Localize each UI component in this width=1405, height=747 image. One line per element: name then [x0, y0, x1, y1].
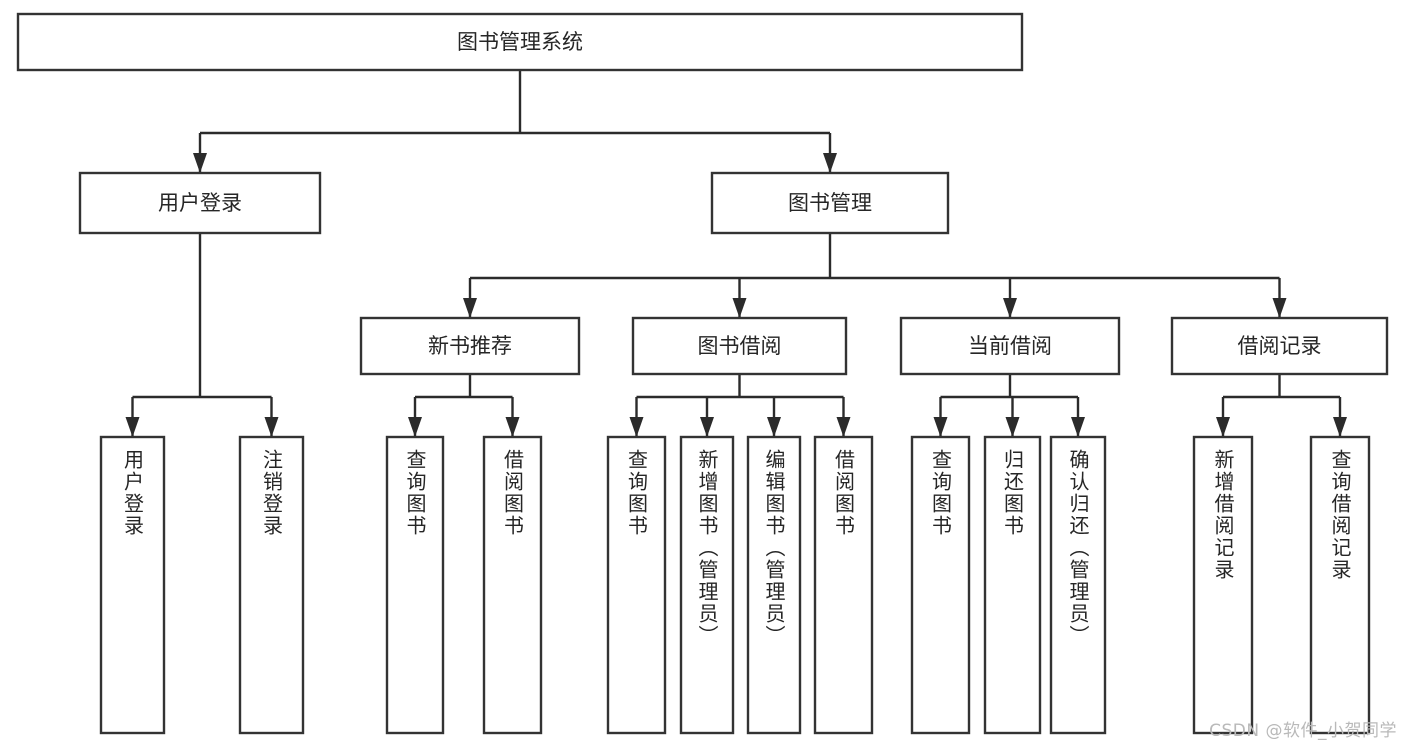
node-box-leaf-return-book[interactable] [983, 435, 1042, 735]
edge-arrow-icon [700, 417, 714, 437]
node-box-leaf-borrow-book-1[interactable] [482, 435, 543, 735]
edge-arrow-icon [836, 417, 851, 437]
node-box-book-management[interactable] [710, 171, 950, 235]
edge-arrow-icon [264, 417, 279, 437]
node-box-leaf-confirm-return[interactable] [1049, 435, 1107, 735]
edge-arrow-icon [1216, 417, 1230, 437]
node-label-book-borrow: 图书借阅 [698, 334, 782, 358]
node-box-leaf-edit-book[interactable] [746, 435, 802, 735]
node-box-leaf-user-logout[interactable] [238, 435, 305, 735]
node-label-new-book-recommend: 新书推荐 [428, 334, 512, 358]
edge-arrow-icon [1272, 298, 1287, 318]
node-box-leaf-user-login[interactable] [99, 435, 166, 735]
edge-arrow-icon [629, 417, 644, 437]
node-box-leaf-add-record[interactable] [1192, 435, 1254, 735]
edge-arrow-icon [125, 417, 140, 437]
node-box-leaf-add-book[interactable] [679, 435, 735, 735]
node-label-current-borrow: 当前借阅 [968, 334, 1052, 358]
edge-arrow-icon [1003, 298, 1017, 318]
node-label-root: 图书管理系统 [457, 30, 583, 54]
node-box-book-borrow[interactable] [631, 316, 848, 376]
boxes-group [16, 12, 1389, 735]
node-box-leaf-borrow-book-2[interactable] [813, 435, 874, 735]
edge-arrow-icon [193, 153, 207, 173]
edge-arrow-icon [505, 417, 520, 437]
edge-arrow-icon [1333, 417, 1347, 437]
node-box-borrow-record[interactable] [1170, 316, 1389, 376]
edge-arrow-icon [823, 153, 837, 173]
node-label-book-management: 图书管理 [788, 191, 872, 215]
edge-arrow-icon [1005, 417, 1020, 437]
edge-arrow-icon [1071, 417, 1085, 437]
node-box-user-login[interactable] [78, 171, 322, 235]
watermark-text: CSDN @软件_小贺同学 [1209, 721, 1397, 741]
node-box-leaf-query-book-2[interactable] [606, 435, 667, 735]
node-box-new-book-recommend[interactable] [359, 316, 581, 376]
node-box-root[interactable] [16, 12, 1024, 72]
node-box-current-borrow[interactable] [899, 316, 1121, 376]
edge-arrow-icon [732, 298, 747, 318]
edge-arrow-icon [463, 298, 477, 318]
node-label-user-login: 用户登录 [158, 191, 242, 215]
node-label-borrow-record: 借阅记录 [1238, 334, 1322, 358]
node-box-leaf-query-record[interactable] [1309, 435, 1371, 735]
edge-arrow-icon [933, 417, 948, 437]
node-box-leaf-query-book-3[interactable] [910, 435, 971, 735]
node-box-leaf-query-book-1[interactable] [385, 435, 445, 735]
edge-arrow-icon [767, 417, 781, 437]
edge-arrow-icon [408, 417, 422, 437]
edges-group [125, 70, 1347, 437]
